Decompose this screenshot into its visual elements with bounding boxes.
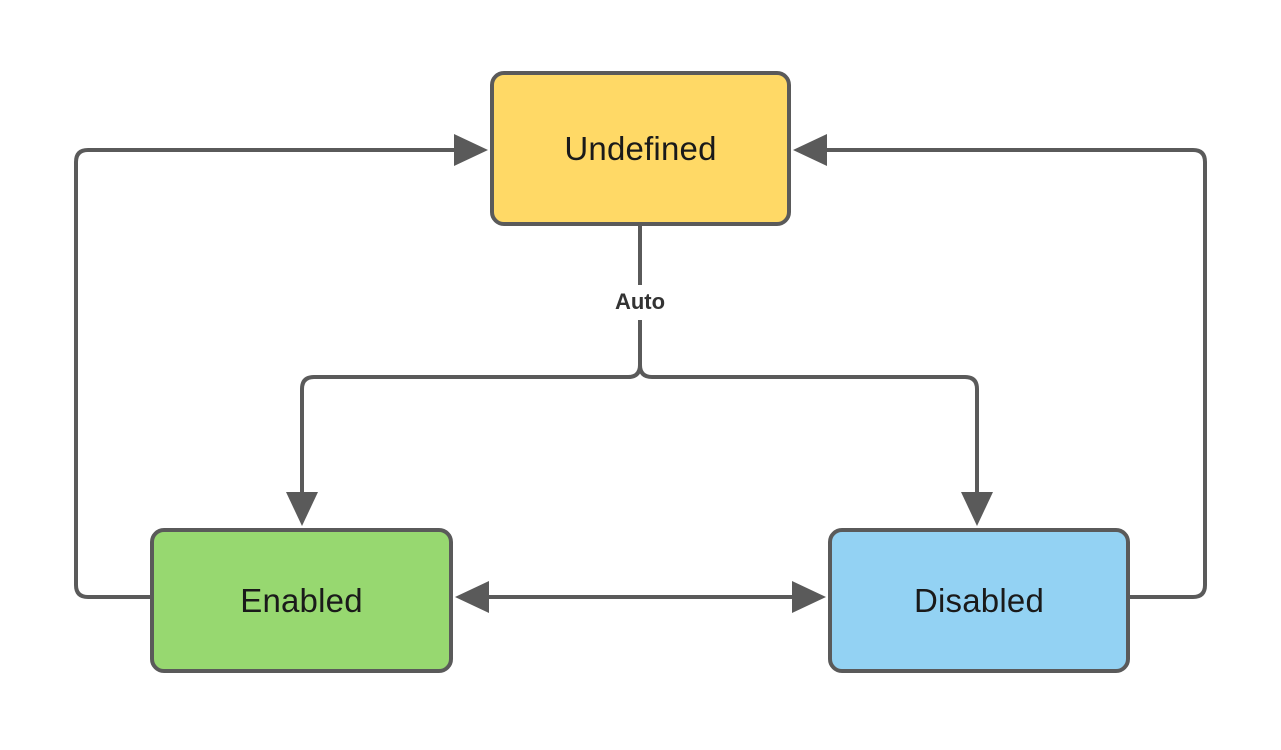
edge-undefined-to-disabled[interactable] bbox=[638, 364, 993, 526]
node-disabled-label: Disabled bbox=[913, 582, 1044, 619]
edge-disabled-to-undefined-arrowhead bbox=[793, 134, 827, 166]
edge-enabled-to-disabled[interactable] bbox=[455, 581, 826, 613]
edge-label-auto: Auto bbox=[606, 288, 674, 316]
edge-disabled-to-undefined-line bbox=[826, 148, 1207, 599]
node-disabled[interactable]: Disabled bbox=[828, 528, 1130, 673]
edge-enabled-to-disabled-arrowhead-left bbox=[455, 581, 489, 613]
edge-undefined-to-disabled-line bbox=[638, 364, 979, 496]
edge-enabled-to-undefined-line bbox=[74, 148, 456, 599]
node-enabled-label: Enabled bbox=[240, 582, 363, 619]
edge-disabled-to-undefined[interactable] bbox=[793, 134, 1207, 599]
edge-undefined-to-enabled-arrowhead bbox=[286, 492, 318, 526]
node-undefined[interactable]: Undefined bbox=[490, 71, 791, 226]
node-enabled[interactable]: Enabled bbox=[150, 528, 453, 673]
edge-undefined-to-enabled-line bbox=[300, 226, 642, 496]
edge-enabled-to-undefined-arrowhead bbox=[454, 134, 488, 166]
edge-undefined-to-disabled-arrowhead bbox=[961, 492, 993, 526]
edge-enabled-to-disabled-arrowhead-right bbox=[792, 581, 826, 613]
edge-enabled-to-undefined[interactable] bbox=[74, 134, 488, 599]
edge-undefined-to-enabled[interactable] bbox=[286, 226, 642, 526]
node-undefined-label: Undefined bbox=[564, 130, 717, 167]
